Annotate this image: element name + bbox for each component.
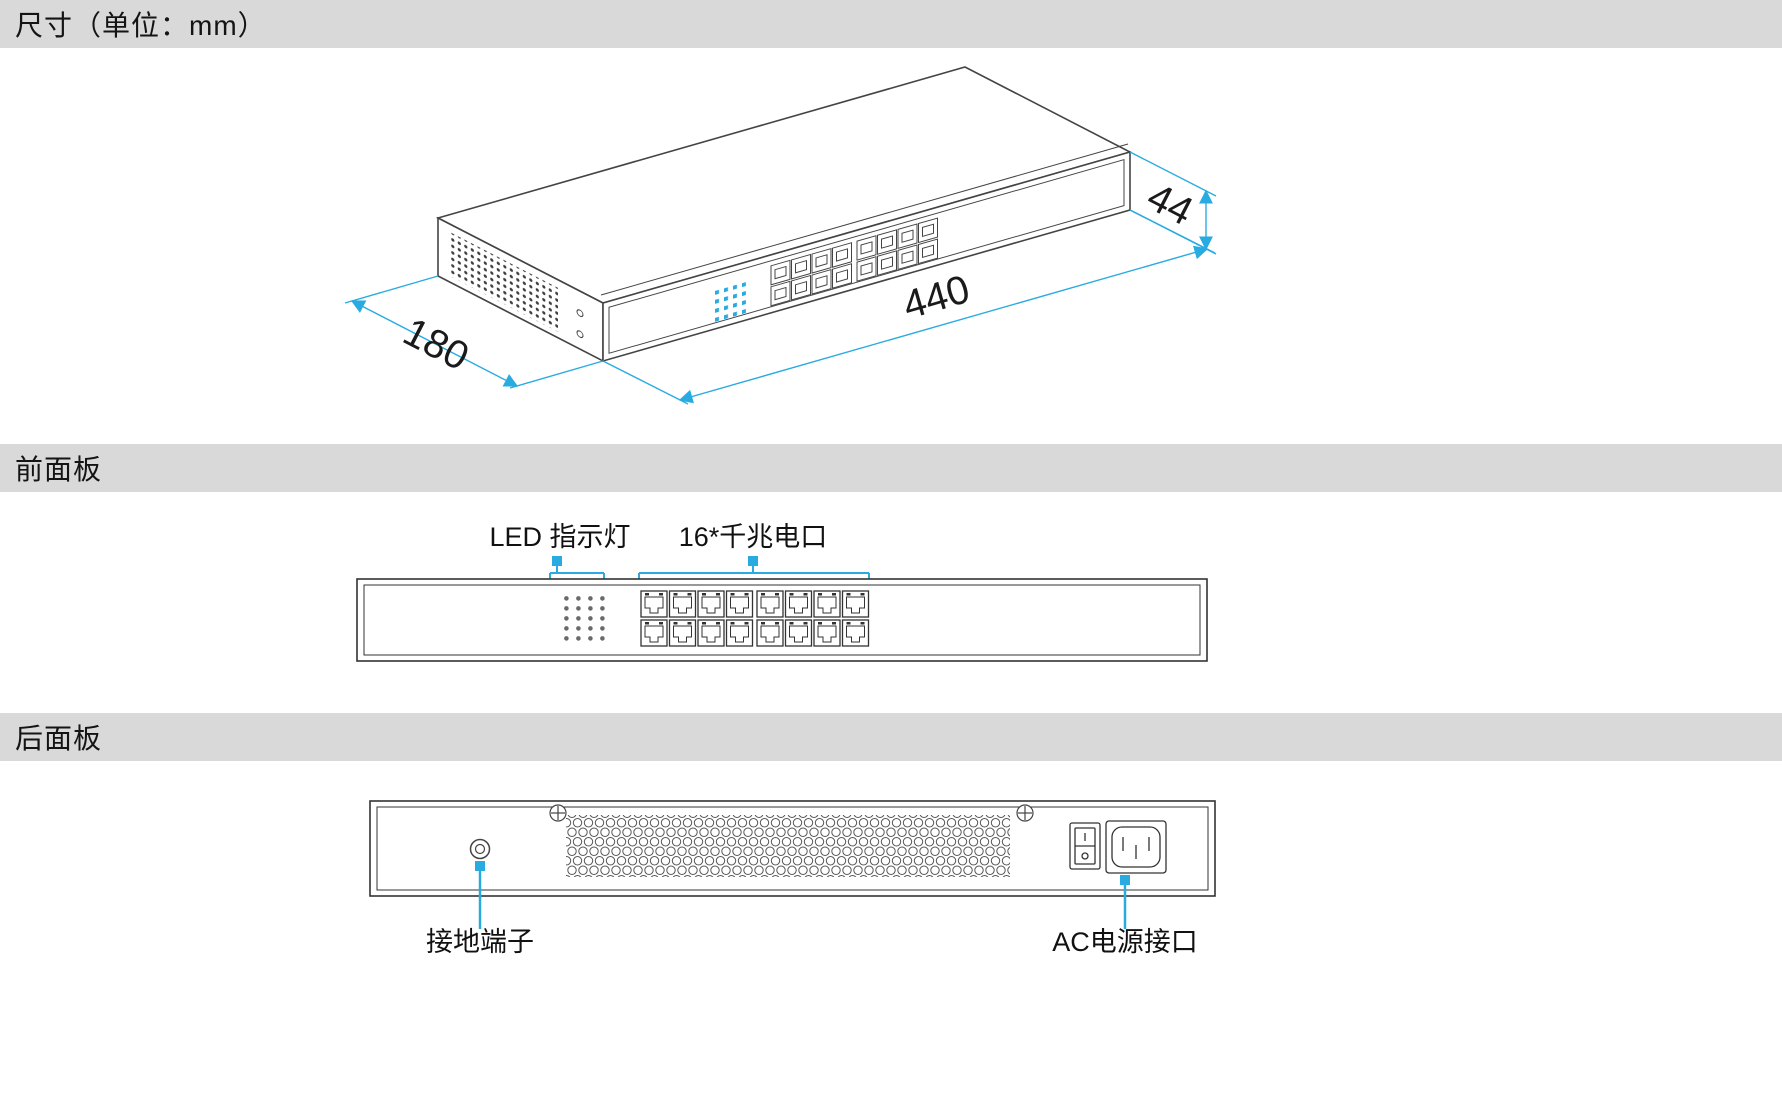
front-panel-drawing: LED 指示灯 16*千兆电口 — [356, 522, 1208, 662]
rear-plate — [369, 800, 1216, 897]
iso-screw-icon — [576, 309, 584, 318]
screw-icon — [1016, 804, 1034, 822]
iso-screw-icon — [576, 330, 584, 339]
section-header-rear-panel: 后面板 — [0, 713, 1782, 761]
ground-terminal — [469, 838, 491, 860]
led-callout-label: LED 指示灯 — [489, 522, 630, 552]
rear-vent-grid — [566, 815, 1010, 877]
iso-drawing: 440 180 44 — [344, 66, 1217, 405]
section-header-front-panel: 前面板 — [0, 444, 1782, 492]
ports-callout-label: 16*千兆电口 — [679, 522, 828, 552]
ports-callout-bracket — [638, 556, 870, 579]
power-switch — [1069, 822, 1101, 870]
led-indicator-grid — [564, 596, 610, 644]
screw-icon — [549, 804, 567, 822]
iso-vent-grid — [450, 232, 558, 332]
ac-label: AC电源接口 — [1052, 927, 1198, 957]
front-faceplate — [356, 578, 1208, 662]
ac-leader — [1120, 875, 1130, 929]
dim-depth-value: 180 — [396, 310, 475, 380]
iso-left-face-detail — [450, 232, 584, 339]
rear-panel-drawing: 接地端子 AC电源接口 — [369, 800, 1216, 957]
front-panel-section-title: 前面板 — [15, 454, 103, 485]
ground-label: 接地端子 — [426, 927, 534, 957]
dimension-lines — [344, 151, 1217, 405]
section-header-dimensions: 尺寸（单位：mm） — [0, 0, 1782, 48]
ground-leader — [475, 861, 485, 929]
ac-inlet — [1105, 820, 1167, 874]
dimensions-section-title: 尺寸（单位：mm） — [15, 10, 267, 41]
rear-panel-section-title: 后面板 — [15, 723, 103, 754]
led-callout-bracket — [549, 556, 605, 579]
